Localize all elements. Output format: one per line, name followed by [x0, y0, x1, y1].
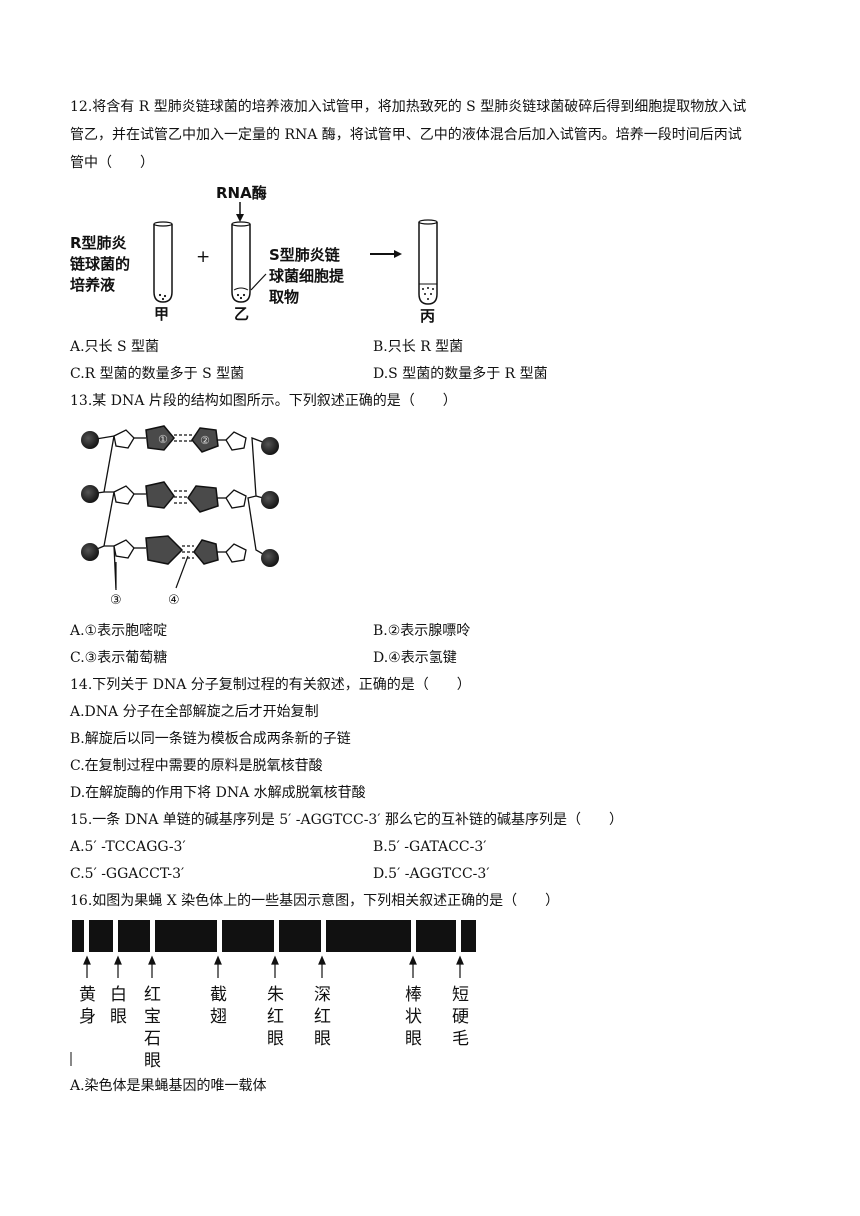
- mark-1: ①: [158, 433, 168, 446]
- q15-option-a: A.5′ -TCCAGG-3′: [70, 839, 186, 855]
- gene-label-short-bristle: 短硬毛: [452, 985, 469, 1049]
- gene-label-cut-wing: 截翅: [210, 985, 227, 1027]
- gene-label-garnet-eye: 深红眼: [314, 985, 331, 1049]
- q14-option-c: C.在复制过程中需要的原料是脱氧核苷酸: [70, 758, 323, 774]
- tube-yi: [231, 221, 267, 303]
- q12-stem-line3: 管中（ ）: [70, 155, 154, 171]
- q12-tube-figure: RNA酶 R型肺炎 链球菌的 培养液 甲 + 乙 S型肺炎链 球菌细胞提 取物 …: [70, 184, 438, 325]
- q12-stem-line1: 12.将含有 R 型肺炎链球菌的培养液加入试管甲，将加热致死的 S 型肺炎链球菌…: [70, 99, 747, 115]
- q12-option-a: A.只长 S 型菌: [70, 339, 160, 355]
- q12-option-b: B.只长 R 型菌: [373, 339, 464, 355]
- q14-option-d: D.在解旋酶的作用下将 DNA 水解成脱氧核苷酸: [70, 785, 366, 801]
- gene-label-yellow-body: 黄身: [79, 985, 96, 1027]
- q13-option-b: B.②表示腺嘌呤: [373, 623, 471, 639]
- q13-stem: 13.某 DNA 片段的结构如图所示。下列叙述正确的是（ ）: [70, 393, 457, 409]
- gene-label-vermilion-eye: 朱红眼: [267, 985, 284, 1049]
- tube-bing: [418, 219, 438, 305]
- s-extract-label-1: S型肺炎链: [269, 246, 341, 264]
- x-chromosome-gene-figure: 黄身 白眼 红宝石眼 截翅 朱红眼 深红眼 棒状眼 短硬毛: [70, 920, 476, 1068]
- q12-option-c: C.R 型菌的数量多于 S 型菌: [70, 366, 245, 382]
- r-strain-label-1: R型肺炎: [70, 234, 127, 252]
- mark-3: ③: [110, 593, 122, 608]
- q12-option-d: D.S 型菌的数量多于 R 型菌: [373, 366, 548, 382]
- q13-option-c: C.③表示葡萄糖: [70, 650, 168, 666]
- rna-enzyme-label: RNA酶: [216, 184, 267, 202]
- q12-stem-line2: 管乙，并在试管乙中加入一定量的 RNA 酶，将试管甲、乙中的液体混合后加入试管丙…: [70, 127, 742, 143]
- tube-bing-label: 丙: [420, 307, 435, 325]
- q15-option-c: C.5′ -GGACCT-3′: [70, 866, 185, 882]
- tube-yi-label: 乙: [234, 305, 249, 323]
- mark-2: ②: [200, 434, 210, 447]
- q15-option-d: D.5′ -AGGTCC-3′: [373, 866, 490, 882]
- plus-sign: +: [196, 247, 210, 267]
- q13-option-a: A.①表示胞嘧啶: [70, 623, 168, 639]
- gene-label-ruby-eye: 红宝石眼: [144, 985, 161, 1068]
- q15-option-b: B.5′ -GATACC-3′: [373, 839, 487, 855]
- q13-option-d: D.④表示氢键: [373, 650, 457, 666]
- q14-stem: 14.下列关于 DNA 分子复制过程的有关叙述，正确的是（ ）: [70, 677, 471, 693]
- gene-label-bar-eye: 棒状眼: [405, 985, 422, 1049]
- q14-option-a: A.DNA 分子在全部解旋之后才开始复制: [70, 704, 319, 720]
- gene-label-white-eye: 白眼: [110, 985, 127, 1027]
- s-extract-label-3: 取物: [269, 288, 299, 306]
- r-strain-label-3: 培养液: [70, 276, 116, 294]
- tube-jia-label: 甲: [154, 305, 169, 323]
- r-strain-label-2: 链球菌的: [70, 255, 130, 273]
- q15-stem: 15.一条 DNA 单链的碱基序列是 5′ -AGGTCC-3′ 那么它的互补链…: [70, 812, 623, 828]
- q16-option-a: A.染色体是果蝇基因的唯一载体: [70, 1078, 267, 1094]
- arrow-right-icon: [370, 250, 402, 258]
- mark-4: ④: [168, 593, 180, 608]
- q16-stem: 16.如图为果蝇 X 染色体上的一些基因示意图，下列相关叙述正确的是（ ）: [70, 893, 560, 909]
- q14-option-b: B.解旋后以同一条链为模板合成两条新的子链: [70, 731, 351, 747]
- dna-structure-figure: ① ② ③ ④: [81, 425, 279, 608]
- tube-jia: [153, 221, 173, 303]
- s-extract-label-2: 球菌细胞提: [269, 267, 345, 285]
